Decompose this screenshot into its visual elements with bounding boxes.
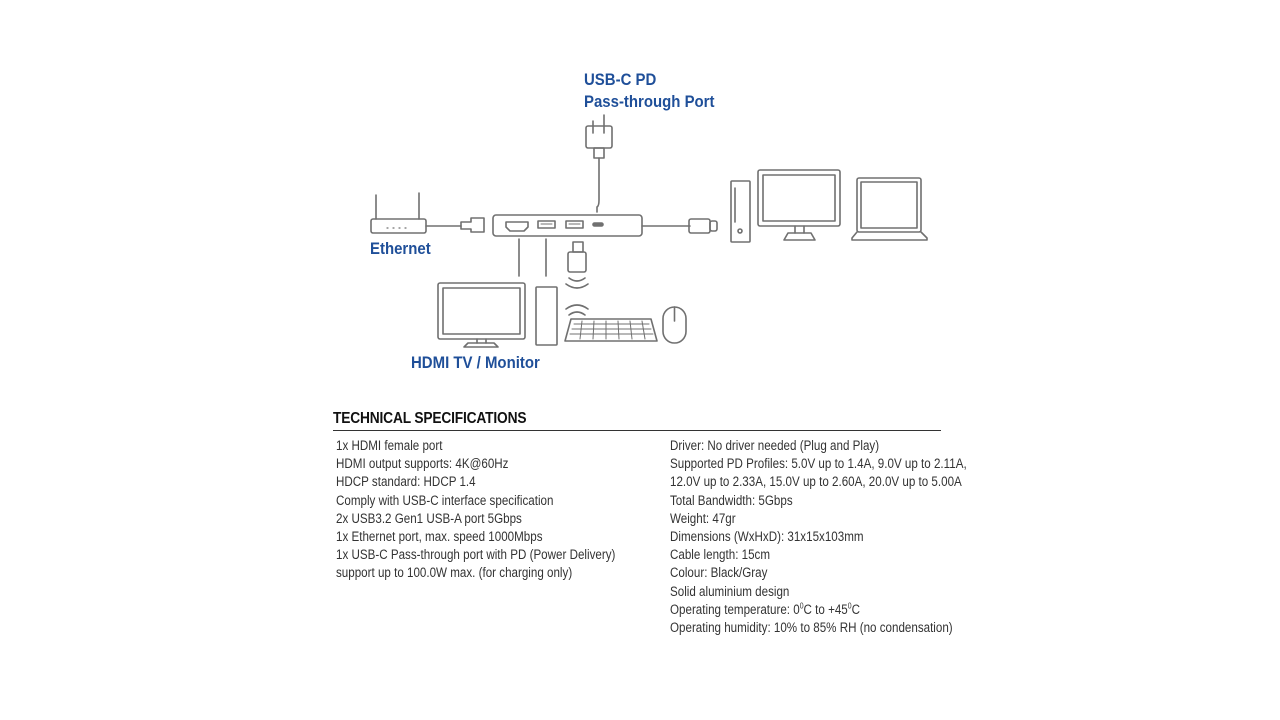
external-drive-icon [535,286,558,346]
router-icon [370,192,427,234]
usb-hub-icon [492,214,691,237]
tv-monitor-icon [437,282,526,348]
spec-item: Dimensions (WxHxD): 31x15x103mm [670,529,864,545]
spec-item: Operating humidity: 10% to 85% RH (no co… [670,620,953,636]
desktop-monitor-icon [757,169,841,241]
mouse-icon [662,306,687,344]
spec-item: Comply with USB-C interface specificatio… [336,492,554,508]
specifications-title: TECHNICAL SPECIFICATIONS [333,410,527,427]
spec-item: support up to 100.0W max. (for charging … [336,565,573,581]
usb-dongle-icon [567,241,587,273]
usb-c-pd-label: USB-C PD [584,70,657,89]
spec-item-temperature: Operating temperature: 00C to +450C [670,601,860,617]
ethernet-label: Ethernet [370,239,431,258]
spec-list-left: 1x HDMI female port HDMI output supports… [336,437,661,583]
spec-item: 12.0V up to 2.33A, 15.0V up to 2.60A, 20… [670,474,962,490]
spec-item: Weight: 47gr [670,510,736,526]
hub-connector-lines [518,238,547,277]
spec-list-right: Driver: No driver needed (Plug and Play)… [670,437,1015,637]
keyboard-icon [564,318,658,342]
connection-diagram [370,114,928,348]
spec-item: Supported PD Profiles: 5.0V up to 1.4A, … [670,456,967,472]
specifications-divider [333,430,941,431]
spec-item: 1x HDMI female port [336,438,443,453]
pass-through-port-label: Pass-through Port [584,92,715,111]
spec-item: Driver: No driver needed (Plug and Play) [670,438,880,453]
desktop-tower-icon [730,180,751,243]
laptop-icon [851,177,928,241]
spec-item: 2x USB3.2 Gen1 USB-A port 5Gbps [336,510,522,526]
spec-item: 1x USB-C Pass-through port with PD (Powe… [336,547,616,563]
spec-item: Cable length: 15cm [670,547,771,563]
spec-item: Solid aluminium design [670,583,790,599]
spec-item: Total Bandwidth: 5Gbps [670,492,793,508]
spec-item: HDCP standard: HDCP 1.4 [336,474,476,490]
hdmi-label: HDMI TV / Monitor [411,353,540,372]
spec-item: Colour: Black/Gray [670,565,768,581]
wireless-signal-icon [565,277,589,289]
spec-item: 1x Ethernet port, max. speed 1000Mbps [336,529,543,545]
wireless-signal-icon [565,304,589,316]
ethernet-plug-icon [425,217,485,233]
usb-c-plug-icon [688,218,718,234]
power-adapter-icon [585,114,613,213]
spec-item: HDMI output supports: 4K@60Hz [336,456,509,472]
